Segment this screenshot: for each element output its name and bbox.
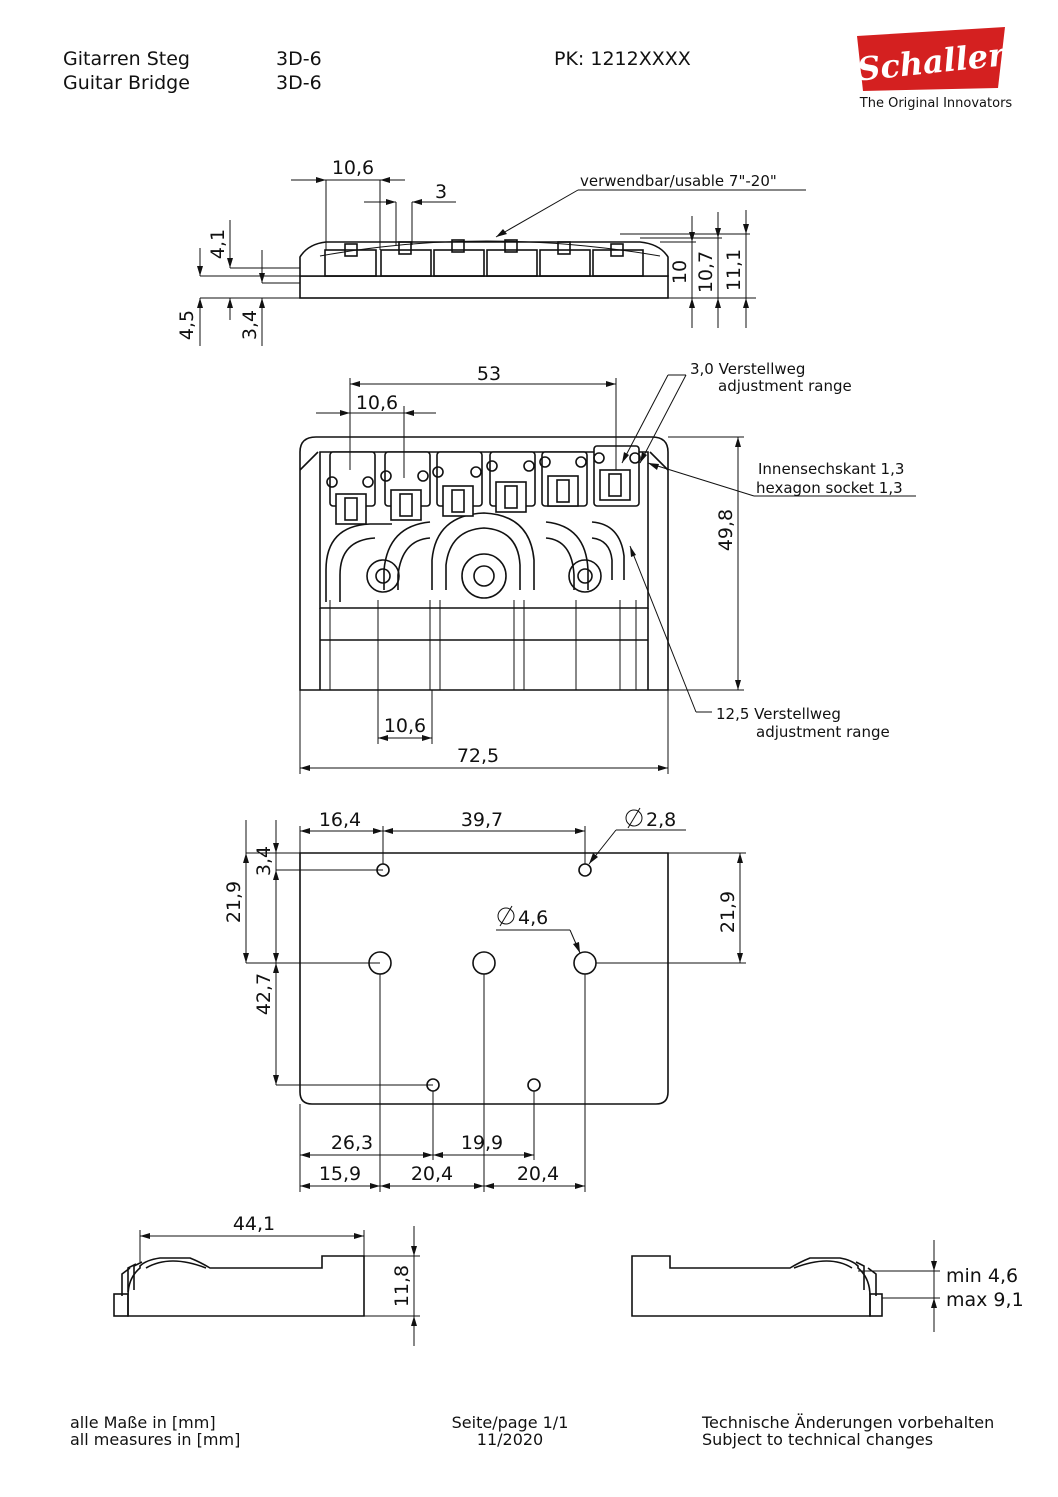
side-note-usable: verwendbar/usable 7"-20" <box>580 172 777 190</box>
top-note-range-en: adjustment range <box>756 723 890 741</box>
mount-dim-dia-28: 2,8 <box>646 809 676 831</box>
footer-changes-en: Subject to technical changes <box>702 1430 934 1449</box>
part-code: PK: 1212XXXX <box>554 48 691 70</box>
footer-changes-de: Technische Änderungen vorbehalten <box>702 1413 995 1432</box>
model-en: 3D-6 <box>276 72 322 94</box>
top-view: 53 10,6 3,0 Verstellweg adjustment range… <box>299 360 916 774</box>
side-dim-45: 4,5 <box>176 310 198 340</box>
top-note-range-de: 12,5 Verstellweg <box>716 705 841 723</box>
end-dim-441: 44,1 <box>233 1213 275 1235</box>
model-de: 3D-6 <box>276 48 322 70</box>
mount-dim-204-a: 20,4 <box>411 1163 453 1185</box>
end-dim-118: 11,8 <box>391 1265 413 1307</box>
title-de: Gitarren Steg <box>63 48 190 70</box>
mount-dim-397: 39,7 <box>461 809 503 831</box>
side-dim-saddle: 10,6 <box>332 157 374 179</box>
end-view-right: min 4,6 max 9,1 <box>631 1240 1024 1332</box>
top-dim-498: 49,8 <box>715 509 737 551</box>
mount-dim-dia-46: 4,6 <box>518 907 548 929</box>
mount-dim-219-left: 21,9 <box>223 881 245 923</box>
schaller-logo: Schaller The Original Innovators <box>855 27 1012 111</box>
mount-view: 16,4 39,7 2,8 4,6 3,4 42,7 21,9 <box>223 807 746 1192</box>
top-dim-725: 72,5 <box>457 745 499 767</box>
mount-dim-159: 15,9 <box>319 1163 361 1185</box>
end-min-label: min 4,6 <box>946 1265 1018 1287</box>
footer-measures-en: all measures in [mm] <box>70 1430 241 1449</box>
mount-dim-199: 19,9 <box>461 1132 503 1154</box>
top-dim-106-top: 10,6 <box>356 392 398 414</box>
side-dim-10: 10 <box>669 260 691 284</box>
mount-dim-263: 26,3 <box>331 1132 373 1154</box>
top-note-adjust-en: adjustment range <box>718 377 852 395</box>
title-en: Guitar Bridge <box>63 72 190 94</box>
side-dim-34: 3,4 <box>239 310 261 340</box>
side-dim-107: 10,7 <box>695 251 717 293</box>
top-dim-53: 53 <box>477 363 501 385</box>
mount-dim-219-right: 21,9 <box>717 891 739 933</box>
side-dim-111: 11,1 <box>723 249 745 291</box>
logo-banner <box>857 27 1005 91</box>
mount-dim-164: 16,4 <box>319 809 361 831</box>
top-note-hex-en: hexagon socket 1,3 <box>756 479 903 497</box>
side-dim-41: 4,1 <box>207 229 229 259</box>
top-dim-106-bottom: 10,6 <box>384 715 426 737</box>
footer-measures-de: alle Maße in [mm] <box>70 1413 216 1432</box>
side-saddles <box>319 239 661 277</box>
top-note-adjust-de: 3,0 Verstellweg <box>690 360 805 378</box>
side-view: 10,6 3 verwendbar/usable 7"-20" 4,1 4,5 … <box>176 157 806 346</box>
mount-dim-34: 3,4 <box>253 846 275 876</box>
logo-tagline: The Original Innovators <box>859 96 1013 111</box>
mount-dim-427: 42,7 <box>253 973 275 1015</box>
end-max-label: max 9,1 <box>946 1289 1024 1311</box>
end-view-left: 44,1 11,8 <box>113 1213 420 1346</box>
mount-dim-204-b: 20,4 <box>517 1163 559 1185</box>
footer-date: 11/2020 <box>476 1430 544 1449</box>
side-dim-gap: 3 <box>435 181 447 203</box>
footer-page: Seite/page 1/1 <box>451 1413 569 1432</box>
top-note-hex-de: Innensechskant 1,3 <box>758 460 904 478</box>
top-saddles <box>326 445 641 525</box>
